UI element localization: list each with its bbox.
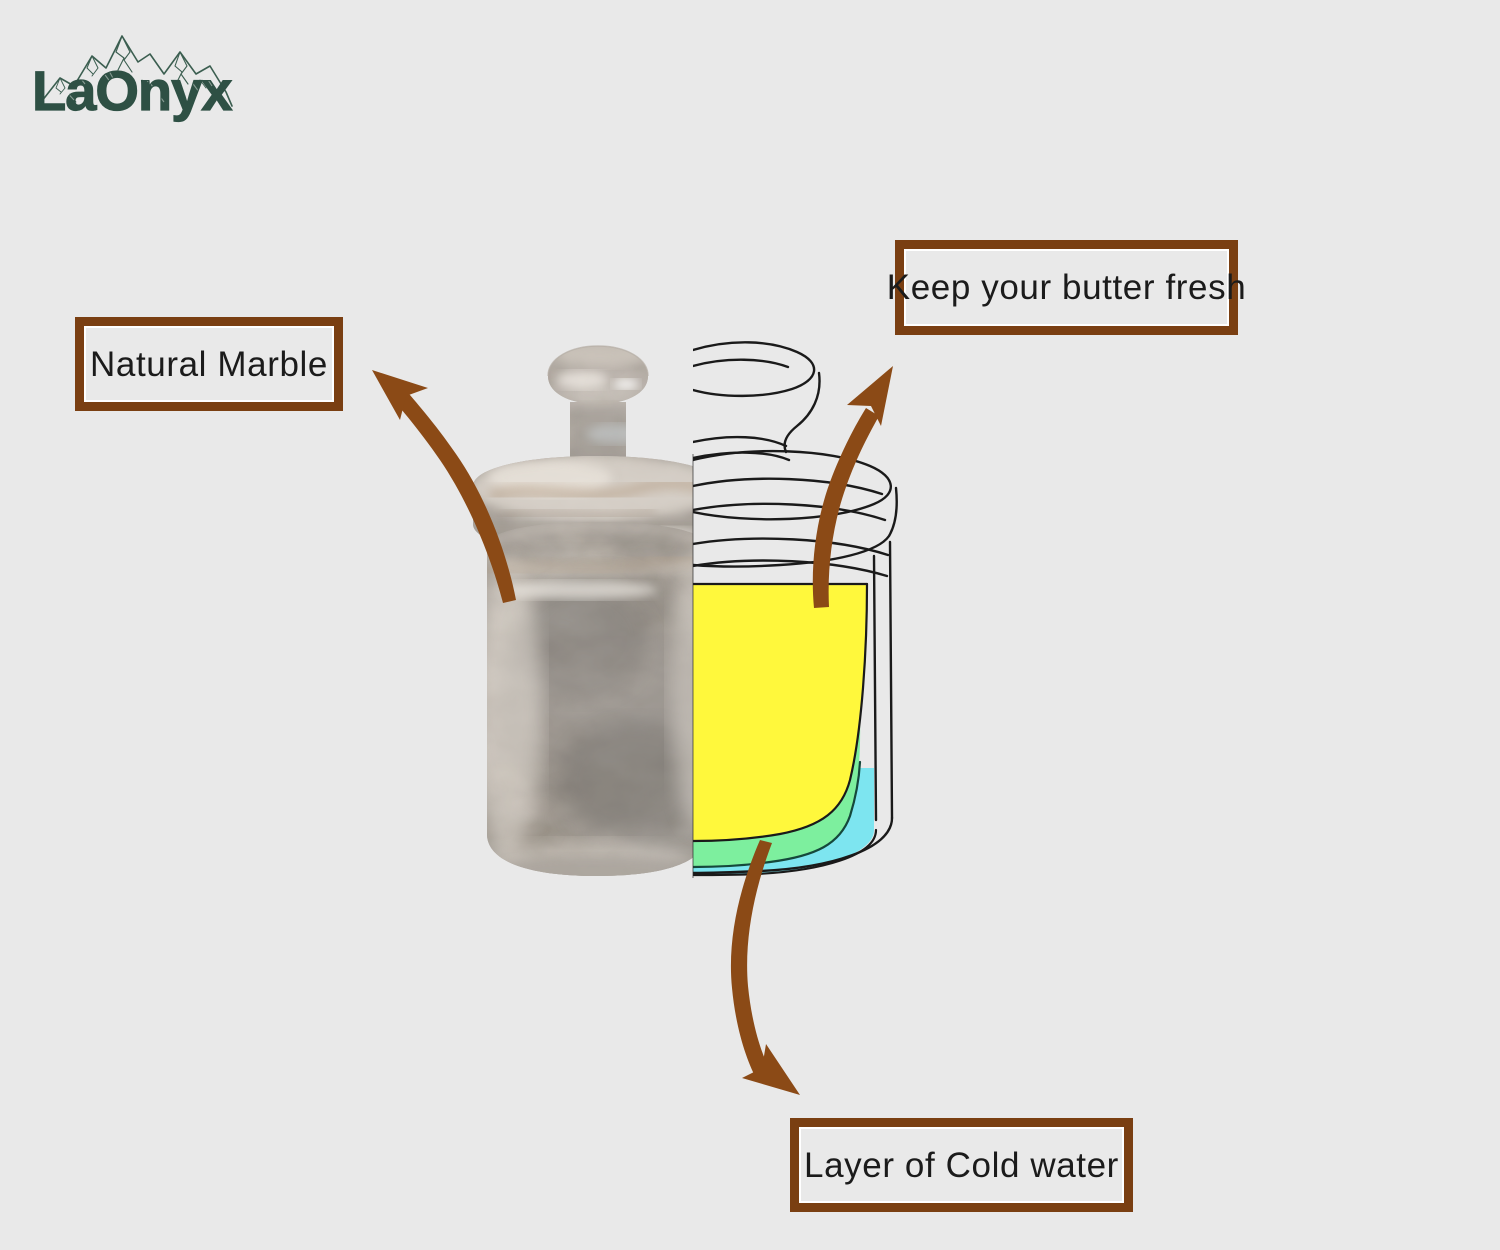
brand-name-text: LaOnyx [32,59,232,122]
callout-label: Natural Marble [90,344,328,384]
cross-section-half [693,341,898,877]
butter-layer [693,584,867,841]
callout-natural-marble[interactable]: Natural Marble [75,317,343,411]
contents-fill [693,584,874,875]
callout-keep-butter-fresh[interactable]: Keep your butter fresh [887,240,1246,335]
callout-layer-of-cold-water[interactable]: Layer of Cold water [790,1118,1133,1212]
brand-wordmark [32,59,233,122]
split-seam [692,454,694,878]
brand-logo: LaOnyx [30,22,240,132]
callout-label: Layer of Cold water [804,1145,1119,1185]
cold-water-layer [693,768,874,875]
callout-label: Keep your butter fresh [886,268,1247,307]
butter-water-boundary [693,720,861,867]
product-illustration [430,310,1000,910]
